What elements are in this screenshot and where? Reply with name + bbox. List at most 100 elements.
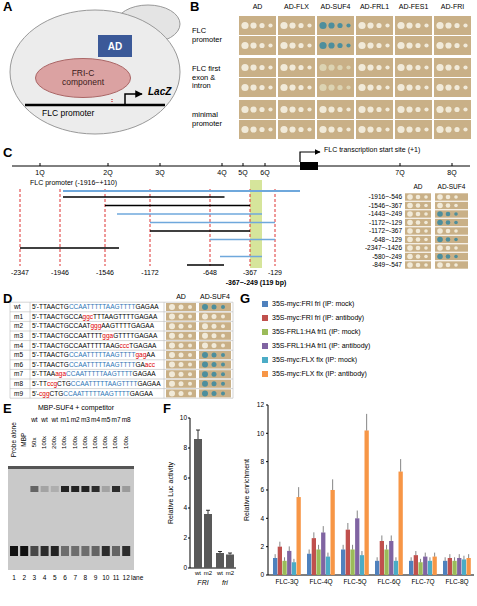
bar (380, 541, 384, 575)
tick-mark (266, 433, 268, 434)
yeast-spot (202, 304, 208, 310)
sequence-segment: TTTAAGTTTTGAGAA (93, 313, 157, 320)
yeast-spot (446, 220, 451, 225)
yeast-spot (259, 43, 264, 48)
legend-text: 35S-myc:FLX flx (IP: mock) (272, 356, 357, 364)
yeast-spot (289, 106, 295, 112)
table-rule (10, 302, 233, 303)
bar (418, 562, 422, 575)
yeast-spot (406, 126, 412, 132)
yeast-spot (212, 343, 217, 348)
legend-swatch (262, 315, 268, 321)
plate-cell (356, 78, 393, 97)
bar (360, 555, 364, 575)
yeast-spot (188, 305, 192, 309)
coordinate-guide (60, 189, 61, 266)
free-probe-band (30, 546, 38, 556)
promoter-fragment (63, 196, 225, 198)
plate-cell (278, 36, 315, 55)
panel-letter: E (3, 402, 12, 417)
promoter-dna (25, 104, 165, 107)
plate-cell (199, 370, 231, 378)
plate-cell (199, 351, 231, 359)
coordinate-guide (20, 189, 21, 266)
yeast-spot (358, 106, 365, 113)
promoter-fragment (220, 256, 262, 258)
free-probe-band (81, 546, 89, 556)
sequence-segment: ggg (90, 322, 101, 329)
bar (287, 551, 291, 575)
sequence-segment: acc (145, 361, 155, 368)
yeast-spot (212, 324, 217, 329)
tick-mark (266, 518, 268, 519)
lane-header: Probe alone (10, 422, 17, 457)
yeast-spot (407, 262, 413, 268)
table-rule (10, 302, 11, 398)
yeast-spot (397, 22, 404, 29)
sequence-segment: GTTTTGAGAA (113, 332, 157, 339)
lane-number: 11 (113, 574, 120, 581)
plate-cell (199, 361, 231, 369)
legend-entry: 35S-myc:FLX flx (IP: mock) (262, 355, 357, 365)
yeast-spot (280, 64, 287, 71)
bar (423, 557, 427, 575)
tick-mark (188, 418, 190, 419)
competitor-amount: 100x (41, 435, 48, 448)
yeast-spot (406, 106, 412, 112)
yeast-spot (241, 64, 248, 71)
tick-mark (188, 568, 190, 569)
plate-cell (356, 120, 393, 139)
yeast-spot (415, 43, 420, 48)
yeast-spot (307, 43, 311, 47)
free-probe-band (51, 546, 59, 556)
yeast-spot (280, 84, 287, 91)
yeast-spot (307, 85, 311, 89)
bar (216, 553, 224, 568)
sequence-segment: CCAATTTTTAAGTTTT (66, 370, 133, 377)
bar (282, 561, 286, 575)
bar (389, 541, 393, 575)
legend-entry: 35S-FRL1:HA frl1 (IP: antibody) (262, 341, 370, 351)
bar (312, 538, 316, 575)
yeast-spot (259, 107, 264, 112)
yeast-spot (289, 126, 295, 132)
yeast-spot (358, 64, 365, 71)
yeast-spot (221, 305, 225, 309)
yeast-spot (385, 43, 389, 47)
yeast-spot (307, 23, 311, 27)
yeast-spot (259, 85, 264, 90)
yeast-spot (454, 255, 458, 259)
plate-cell (405, 261, 431, 268)
competitor-amount: 200x (51, 435, 58, 448)
plate-cell (166, 389, 196, 397)
error-bar (434, 553, 435, 557)
lane-number: 4 (43, 574, 47, 581)
plate-cell (405, 227, 431, 234)
yeast-spot (319, 64, 326, 71)
yeast-spot (415, 23, 420, 28)
yeast-spot (445, 84, 451, 90)
tick-label: 8 (183, 444, 187, 451)
primer-tick (452, 163, 453, 166)
yeast-spot (221, 353, 225, 357)
legend-text: 35S-FRL1:HA frl1 (IP: antibody) (272, 342, 370, 350)
yeast-spot (298, 107, 303, 112)
complex-component-ellipse: FRI-C component (35, 58, 131, 98)
yeast-spot (463, 65, 467, 69)
yeast-spot (454, 127, 459, 132)
yeast-spot (407, 220, 413, 226)
free-probe-band (41, 546, 49, 556)
tick-label: 6 (183, 474, 187, 481)
sequence-segment: ggc (83, 313, 93, 320)
yeast-spot (280, 22, 287, 29)
plate-cell (434, 78, 471, 97)
sequence-segment: CCAATTTTTAAGTTTT (71, 380, 138, 387)
emsa-gel (8, 466, 134, 570)
table-rule (10, 398, 233, 399)
coordinate-guide (150, 189, 151, 266)
yeast-spot (307, 65, 311, 69)
free-probe-band (71, 546, 79, 556)
error-bar (386, 545, 387, 550)
yeast-spot (454, 85, 459, 90)
yeast-spot (437, 228, 443, 234)
